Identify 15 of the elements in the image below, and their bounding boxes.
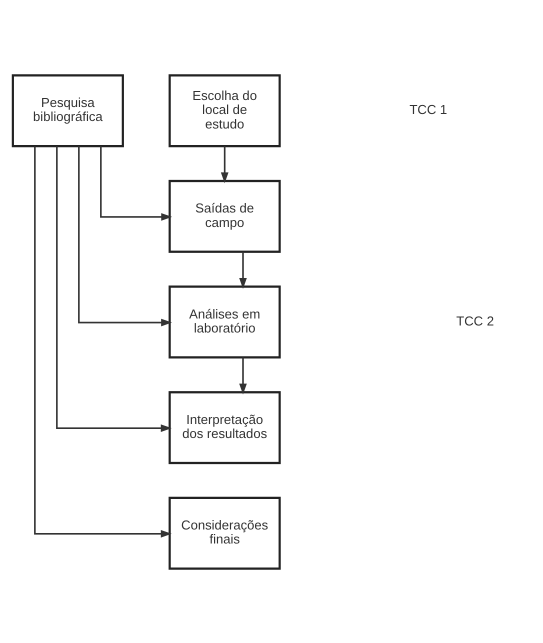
node-box: Saídas de campo [168,179,281,252]
node-box: Considerações finais [168,496,281,570]
node-box: Interpretação dos resultados [168,390,281,464]
arrow [220,146,228,183]
node-box: Escolha do local de estudo [168,74,281,147]
arrow [239,251,247,288]
node-box: Pesquisa bibliográfica [12,74,124,147]
arrow [78,146,172,326]
arrow [100,146,172,220]
node-box: Análises em laboratório [168,285,281,358]
arrow [239,356,247,394]
arrow [34,146,172,538]
label: TCC 1 [409,102,448,117]
arrow [56,146,172,432]
label: TCC 2 [456,312,494,328]
